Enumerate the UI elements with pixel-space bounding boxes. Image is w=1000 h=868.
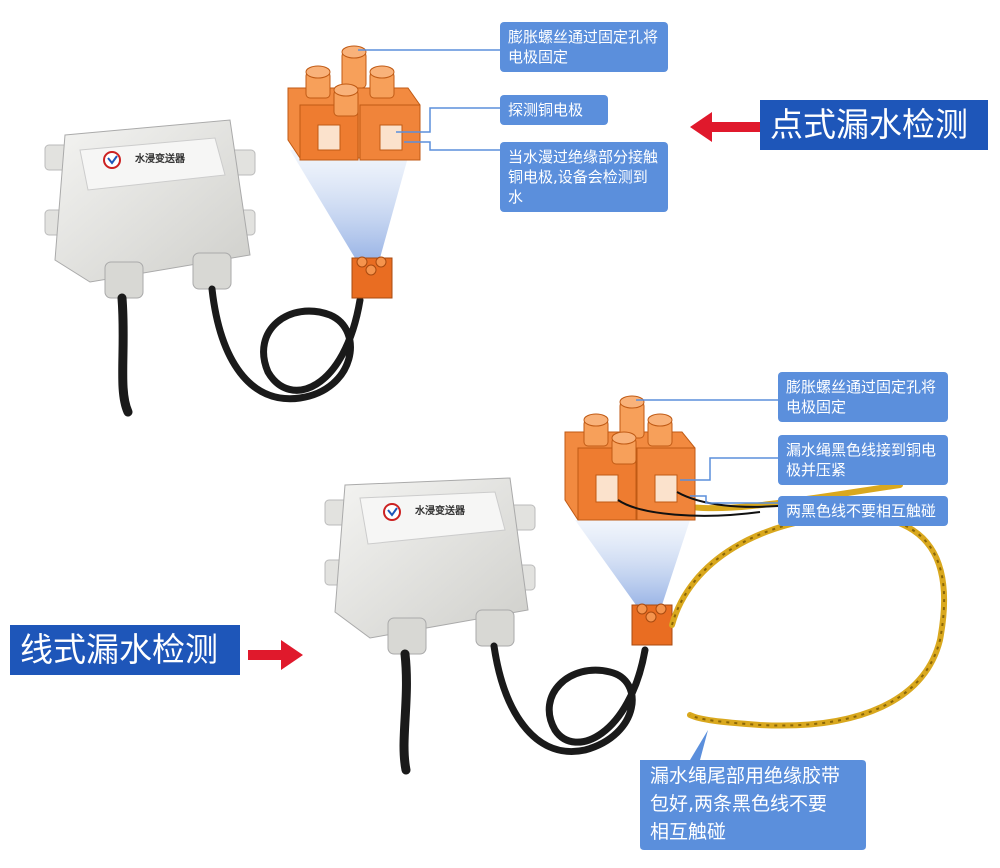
callout-top-3: 当水漫过绝缘部分接触铜电极,设备会检测到水	[500, 142, 668, 212]
device-label-bottom: 水浸变送器	[415, 506, 465, 517]
arrow-top	[690, 112, 760, 142]
callout-bottom-2: 漏水绳黑色线接到铜电极并压紧	[778, 435, 948, 485]
small-terminal-bottom	[631, 603, 673, 646]
device-label-top: 水浸变送器	[135, 154, 185, 165]
sensor-box-top	[44, 119, 256, 299]
magnify-beam-bottom	[575, 520, 690, 605]
magnify-beam-top	[290, 150, 410, 258]
cable-bottom-left	[399, 649, 411, 775]
cable-bottom-right	[490, 642, 649, 755]
sensor-box-bottom	[324, 477, 536, 655]
callout-bottom-1: 膨胀螺丝通过固定孔将电极固定	[778, 372, 948, 422]
note-text: 漏水绳尾部用绝缘胶带包好,两条黑色线不要相互触碰	[650, 765, 841, 843]
leader-lines-bottom	[636, 399, 778, 504]
callout-top-2: 探测铜电极	[500, 95, 608, 125]
big-terminal-bottom	[564, 395, 791, 521]
big-terminal-top	[287, 45, 421, 161]
banner-line-detection: 线式漏水检测	[10, 625, 240, 675]
note-bubble	[640, 730, 866, 850]
cable-top-left	[117, 293, 133, 417]
arrow-bottom	[248, 640, 303, 670]
cable-top-right	[208, 285, 364, 403]
leak-rope	[669, 511, 948, 729]
callout-top-1: 膨胀螺丝通过固定孔将电极固定	[500, 22, 668, 72]
small-terminal-top	[351, 256, 393, 299]
callout-bottom-3: 两黑色线不要相互触碰	[778, 496, 948, 526]
leader-lines-top	[358, 49, 500, 151]
banner-point-detection: 点式漏水检测	[760, 100, 988, 150]
